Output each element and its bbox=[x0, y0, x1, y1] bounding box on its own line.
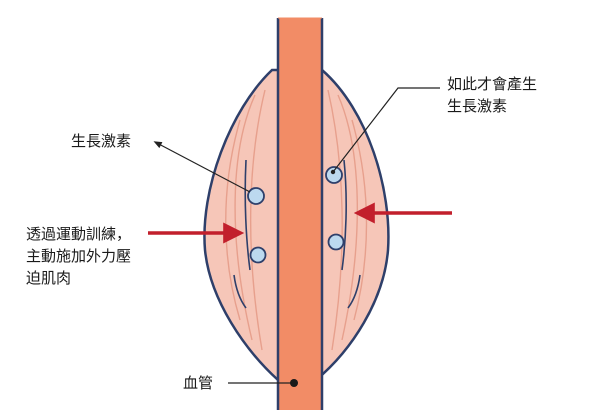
muscle-inner-lines bbox=[233, 159, 361, 309]
muscle-fibers bbox=[225, 89, 368, 351]
leader-dot-vessel bbox=[290, 379, 298, 387]
label-growth-hormone-left: 生長激素 bbox=[71, 132, 132, 150]
label-blood-vessel: 血管 bbox=[183, 374, 214, 392]
right-muscle-bundle bbox=[306, 68, 390, 382]
hormone-node-right-upper bbox=[325, 166, 343, 184]
label-exercise-pressure: 透過運動訓練， 主動施加外力壓 迫肌肉 bbox=[26, 225, 132, 287]
label-produce-hormone: 如此才會產生 生長激素 bbox=[447, 75, 538, 115]
leader-growth-hormone-left bbox=[153, 141, 251, 193]
blood-vessel bbox=[278, 18, 322, 410]
leader-dot-right bbox=[330, 169, 336, 175]
hormone-node-right-lower bbox=[327, 233, 345, 251]
hormone-node-left-upper bbox=[247, 187, 265, 205]
hormone-node-left-lower bbox=[249, 246, 267, 264]
leader-produce-hormone bbox=[332, 87, 440, 173]
